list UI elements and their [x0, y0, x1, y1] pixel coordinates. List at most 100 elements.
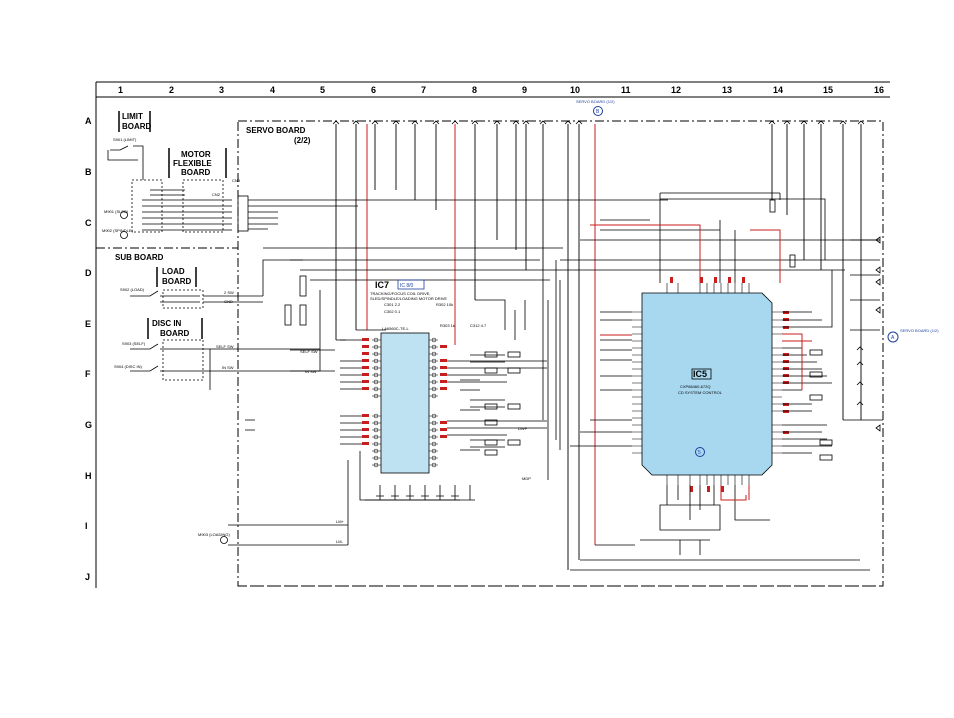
mdp-label: MDP	[522, 476, 531, 481]
m901-label: M901 (SLED)	[104, 209, 129, 214]
disc-in-wiring	[130, 339, 320, 390]
col-10: 10	[570, 85, 580, 95]
ic5-top-pins	[666, 283, 750, 293]
cn3-label: CN3	[232, 178, 241, 183]
ic5-voltage-marks	[670, 277, 789, 492]
col-13: 13	[722, 85, 732, 95]
col-6: 6	[371, 85, 376, 95]
ic7-voltage-marks	[362, 338, 447, 445]
ic7-pins	[372, 339, 438, 466]
discin-label-1: DISC IN	[152, 319, 182, 328]
ic5-part: CXP86460-672Q	[680, 384, 710, 389]
m903-wiring	[228, 460, 349, 546]
row-labels: A B C D E F G H I J	[85, 116, 92, 582]
discin-label-2: BOARD	[160, 329, 190, 338]
column-labels: 1 2 3 4 5 6 7 8 9 10 11 12 13 14 15 16	[118, 85, 884, 95]
col-2: 2	[169, 85, 174, 95]
s903-label: S903 (SELF)	[122, 341, 146, 346]
motor-label-2: FLEXIBLE	[173, 159, 212, 168]
in-sw-signal: IN SW	[222, 365, 234, 370]
sub-board-label: SUB BOARD	[115, 253, 164, 262]
m902-symbol	[120, 231, 128, 239]
ic7-desc-2: SLED/SPINDLE/LOADING MOTOR DRIVE	[370, 296, 447, 301]
ic5-wiring-black	[545, 192, 880, 571]
col-4: 4	[270, 85, 275, 95]
load-label-2: BOARD	[162, 277, 192, 286]
row-E: E	[85, 319, 91, 329]
vertical-buses-red	[366, 124, 596, 545]
row-G: G	[85, 420, 92, 430]
load-board-wiring	[130, 259, 303, 309]
s904-label: S904 (DISC IN)	[114, 364, 142, 369]
load-label-1: LOAD	[162, 267, 185, 276]
ic7-part: LA6560C-TE-L	[382, 326, 409, 331]
dwp-label: DWP	[518, 426, 528, 431]
r302-label: R302 10k	[436, 302, 453, 307]
col-5: 5	[320, 85, 325, 95]
ic7-desc-1: TRACKING/FOCUS COIL DRIVE,	[370, 291, 431, 296]
c301-label: C301 2.2	[384, 302, 401, 307]
disc-in-board-label: DISC IN BOARD	[147, 318, 203, 339]
m903-label: M903 (LOADING)	[198, 532, 230, 537]
servo-label-1: SERVO BOARD	[246, 126, 306, 135]
row-I: I	[85, 521, 88, 531]
servo-top-label: SERVO BOARD (1/2)	[576, 99, 615, 104]
sw-signal: 2 SW	[224, 290, 234, 295]
limit-label-2: BOARD	[122, 122, 152, 131]
r303-label: R303 1k	[440, 323, 455, 328]
ic5-name-box	[691, 368, 712, 380]
lm-minus: LM-	[336, 539, 344, 544]
row-B: B	[85, 167, 92, 177]
ic7-tag-box	[397, 279, 425, 290]
col-14: 14	[773, 85, 783, 95]
row-J: J	[85, 572, 90, 582]
right-edge-arrows	[856, 236, 881, 432]
servo-board-border	[237, 120, 884, 587]
top-connector-row	[332, 120, 865, 125]
cn2-label: CN2	[212, 192, 221, 197]
ic5-left-pins	[632, 311, 642, 454]
ic7-pin-circles	[373, 337, 437, 468]
ic5-right-pins	[772, 311, 782, 454]
ic7-tag: IC 8/0	[400, 283, 414, 289]
col-7: 7	[421, 85, 426, 95]
ic5-desc: CD SYSTEM CONTROL	[678, 390, 723, 395]
servo-right-label: SERVO BOARD (1/2)	[900, 328, 939, 333]
ic7-name: IC7	[375, 280, 389, 290]
ic5-bottom-pins	[666, 475, 750, 485]
ic7-left-wires	[340, 339, 460, 501]
m903-symbol	[220, 536, 228, 544]
col-1: 1	[118, 85, 123, 95]
servo-ref-a-circle	[887, 331, 899, 343]
servo-ref-b-circle	[593, 106, 603, 116]
limit-label-1: LIMIT	[122, 112, 143, 121]
col-12: 12	[671, 85, 681, 95]
ic5-ref-circle	[695, 447, 705, 457]
col-8: 8	[472, 85, 477, 95]
ic7-body	[380, 332, 430, 474]
gnd-signal: GND	[224, 299, 233, 304]
col-16: 16	[874, 85, 884, 95]
row-F: F	[85, 369, 91, 379]
m902-label: M902 (SPINDLE)	[102, 228, 134, 233]
ic5-name: IC5	[693, 369, 707, 379]
row-A: A	[85, 116, 92, 126]
ic5-body	[641, 292, 773, 476]
col-15: 15	[823, 85, 833, 95]
grid-frame	[95, 81, 890, 588]
ic7: IC7 IC 8/0 TRACKING/FOCUS COIL DRIVE, SL…	[370, 279, 447, 474]
m901-symbol	[120, 211, 128, 219]
col-11: 11	[621, 85, 631, 95]
motor-label-1: MOTOR	[181, 150, 211, 159]
left-servo-components	[245, 247, 563, 431]
ic7-bottom-caps	[365, 485, 475, 501]
ic5-ref: 5	[698, 450, 701, 456]
ic7-right-network	[447, 351, 547, 456]
servo-ref-b: B	[596, 109, 600, 115]
limit-switch-area	[107, 145, 232, 233]
row-C: C	[85, 218, 92, 228]
selfsw-internal: SELF SW	[300, 349, 318, 354]
limit-board-label: LIMIT BOARD	[118, 111, 152, 132]
vertical-buses-black	[335, 124, 862, 570]
